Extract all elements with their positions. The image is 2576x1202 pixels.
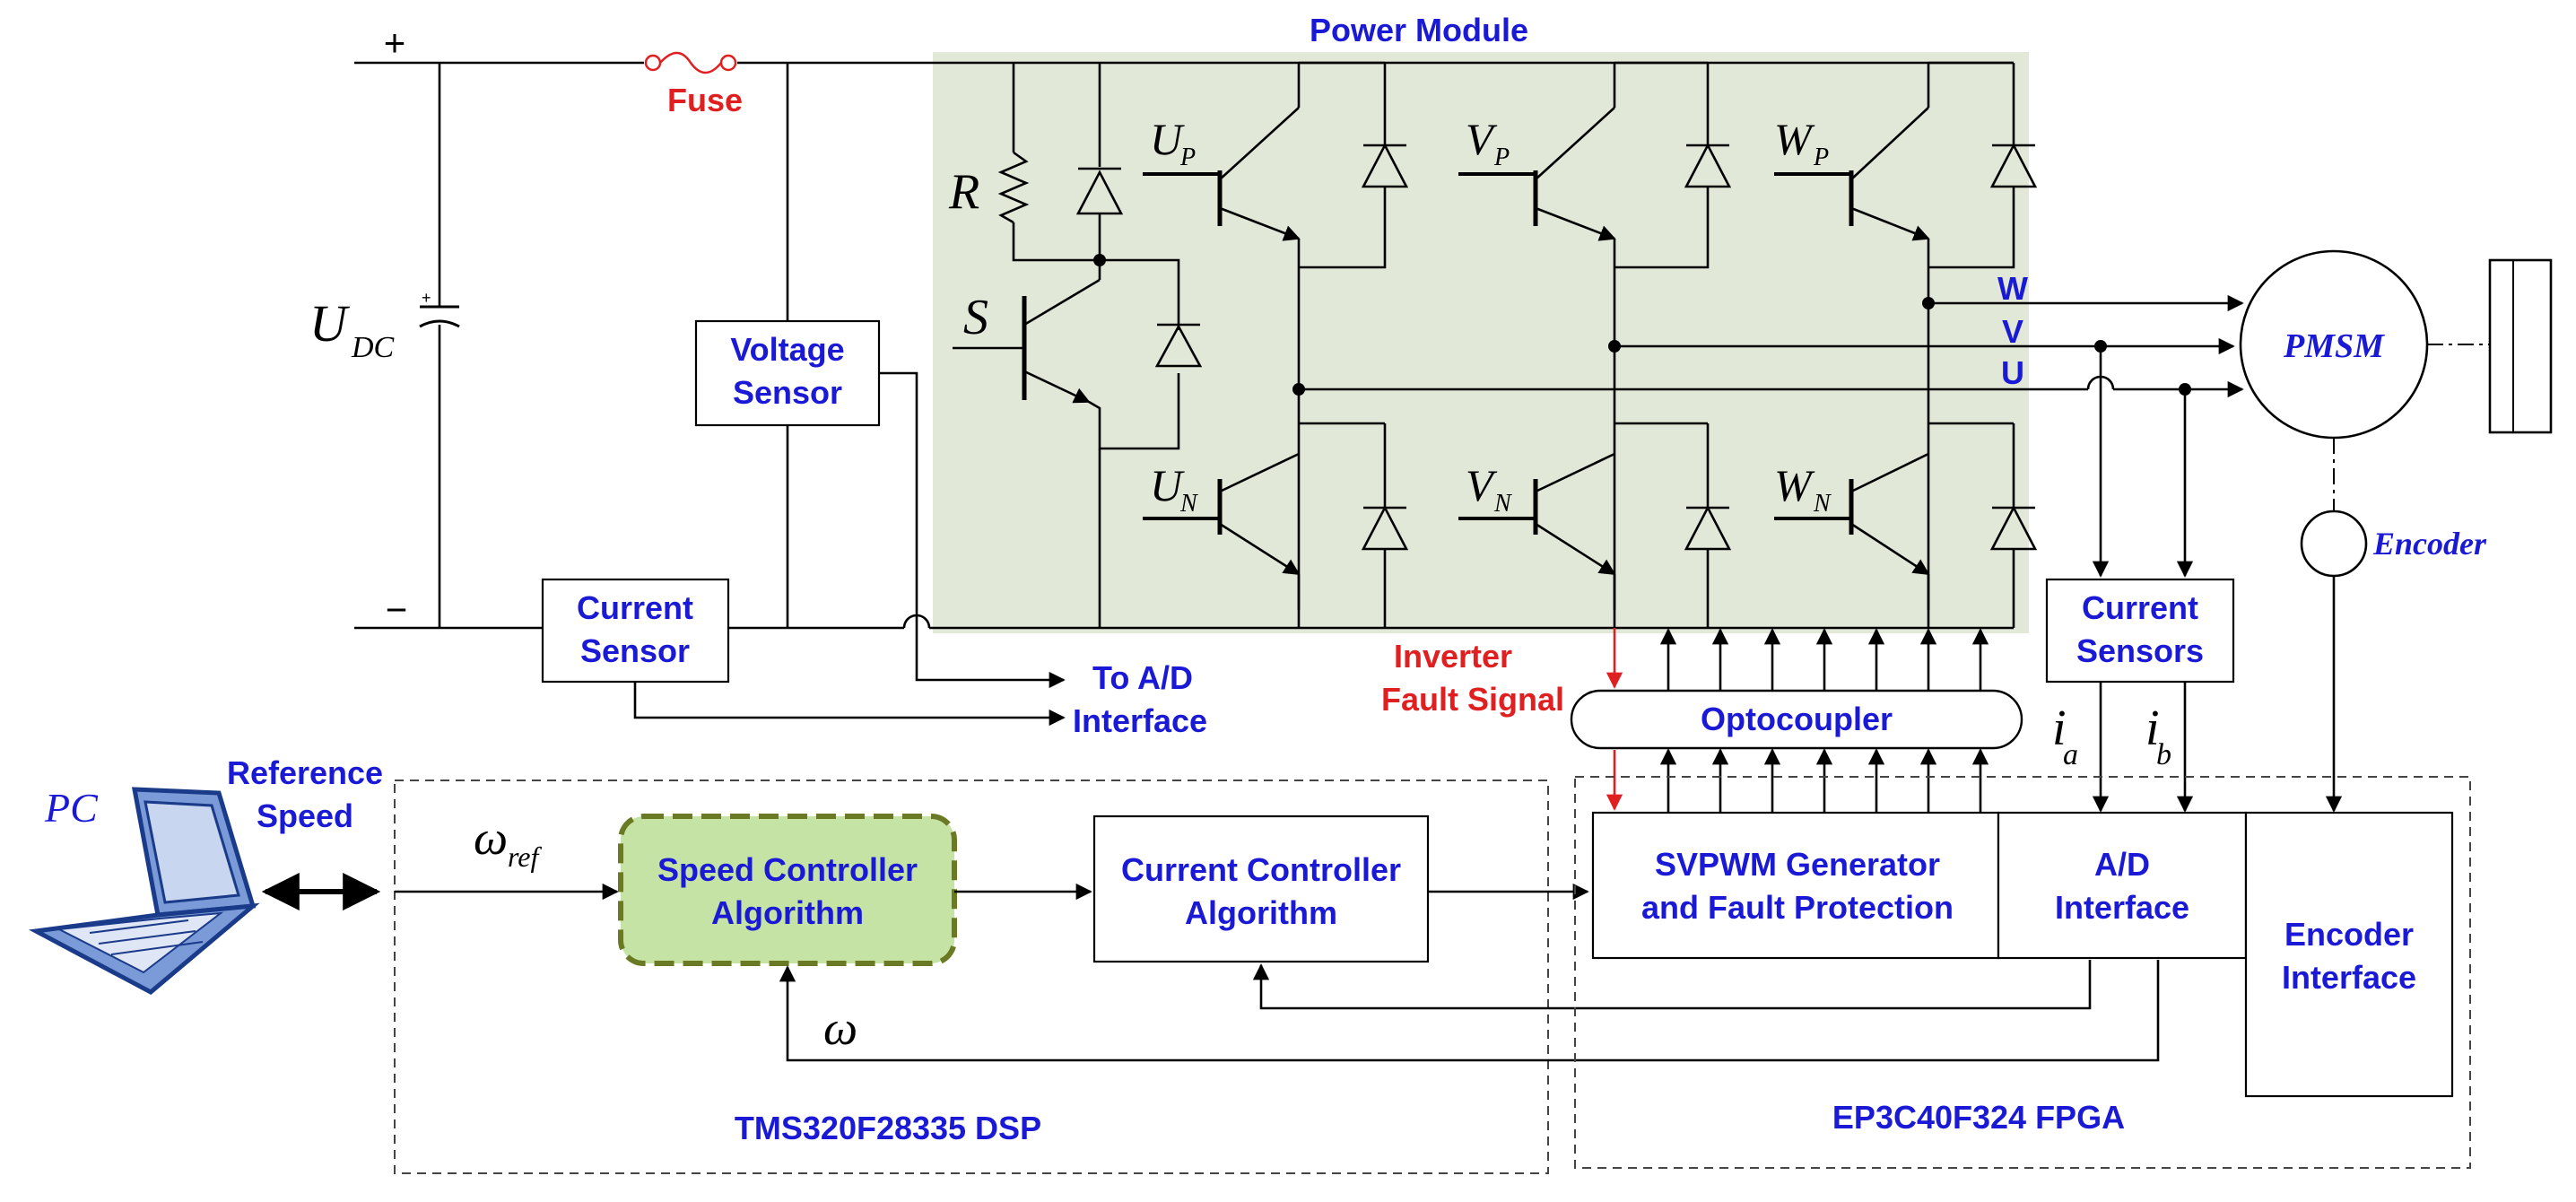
speed-controller-label-2: Algorithm [711, 894, 864, 931]
ib-label: i [2145, 701, 2160, 756]
ib-subscript: b [2156, 738, 2171, 771]
switch-s [953, 278, 1101, 404]
encoder-interface-label-2: Interface [2282, 959, 2416, 996]
speed-controller-label-1: Speed Controller [657, 851, 918, 888]
un-label: U [1150, 460, 1185, 510]
ia-subscript: a [2063, 738, 2078, 771]
up-subscript: P [1179, 144, 1196, 171]
dc-plus-label: + [384, 22, 406, 64]
dsp-region [394, 780, 1549, 1174]
current-sensors-label-2: Sensors [2076, 632, 2204, 669]
power-module-area [933, 52, 2029, 633]
current-controller-label-1: Current Controller [1121, 851, 1401, 888]
reference-speed-label-1: Reference [227, 754, 383, 791]
optocoupler-label: Optocoupler [1701, 701, 1893, 737]
power-module-title: Power Module [1310, 12, 1528, 48]
omega-ref-label: ω [474, 811, 508, 865]
resistor-label: R [948, 164, 979, 220]
encoder-label: Encoder [2372, 526, 2487, 562]
fpga-region [1574, 776, 2471, 1169]
current-sensors-box [2045, 578, 2235, 684]
ad-interface-label-1: A/D [2094, 846, 2150, 883]
pmsm-label: PMSM [2283, 327, 2385, 365]
udc-subscript: DC [351, 331, 395, 364]
fuse-label: Fuse [667, 82, 743, 118]
current-controller-box [1092, 814, 1430, 963]
ad-interface-box [1997, 811, 2248, 960]
current-sensor-label-1: Current [577, 589, 693, 626]
un-subscript: N [1179, 490, 1198, 518]
switch-s-label: S [963, 290, 988, 345]
phase-v-label: V [2002, 313, 2023, 350]
dsp-title: TMS320F28335 DSP [735, 1110, 1041, 1146]
svg-text:+: + [422, 289, 431, 307]
up-label: U [1150, 114, 1185, 164]
udc-label: U [309, 294, 351, 353]
inverter-fault-label-2: Fault Signal [1381, 681, 1564, 718]
to-ad-label-1: To A/D [1092, 659, 1193, 696]
phase-w-label: W [1997, 270, 2028, 307]
omega-feedback-label: ω [823, 1001, 857, 1055]
vp-label: V [1466, 114, 1498, 164]
current-sensors-label-1: Current [2082, 589, 2198, 626]
dc-minus-label: − [386, 588, 408, 631]
diode-r-icon [1075, 167, 1124, 215]
mechanical-load [2488, 258, 2553, 434]
svpwm-label-1: SVPWM Generator [1655, 846, 1940, 883]
vn-subscript: N [1493, 490, 1512, 518]
pc-label: PC [44, 785, 99, 831]
reference-speed-label-2: Speed [257, 797, 353, 834]
encoder-symbol [2300, 510, 2368, 578]
inverter-fault-label-1: Inverter [1394, 638, 1512, 675]
wn-subscript: N [1813, 490, 1832, 518]
dc-capacitor: + [419, 289, 460, 328]
speed-controller-box [618, 814, 957, 966]
svpwm-box [1591, 811, 2000, 960]
voltage-sensor-label-2: Sensor [733, 374, 842, 411]
voltage-sensor-label-1: Voltage [730, 331, 844, 368]
to-ad-label-2: Interface [1073, 702, 1207, 739]
fpga-title: EP3C40F324 FPGA [1832, 1099, 2125, 1136]
gate-signal-arrows [1659, 628, 1989, 813]
voltage-sensor-box [694, 319, 881, 427]
svpwm-label-2: and Fault Protection [1641, 889, 1954, 926]
ia-label: i [2052, 701, 2067, 756]
vp-subscript: P [1493, 144, 1510, 171]
omega-ref-subscript: ref [508, 841, 542, 873]
current-sensor-label-2: Sensor [580, 632, 690, 669]
wn-label: W [1774, 460, 1815, 510]
wp-subscript: P [1813, 144, 1829, 171]
wp-label: W [1774, 114, 1815, 164]
optocoupler-box [1570, 689, 2023, 750]
fuse-symbol [644, 51, 737, 74]
encoder-interface-label-1: Encoder [2284, 916, 2414, 953]
diode-s-icon [1154, 323, 1203, 368]
encoder-interface-box [2244, 811, 2454, 1098]
current-controller-label-2: Algorithm [1185, 894, 1337, 931]
laptop-icon [28, 787, 260, 996]
phase-u-label: U [2001, 354, 2024, 391]
leg-u [1143, 61, 1409, 628]
ad-interface-label-2: Interface [2055, 889, 2189, 926]
resistor-r [997, 151, 1030, 224]
vn-label: V [1466, 460, 1498, 510]
leg-w [1774, 61, 2038, 628]
